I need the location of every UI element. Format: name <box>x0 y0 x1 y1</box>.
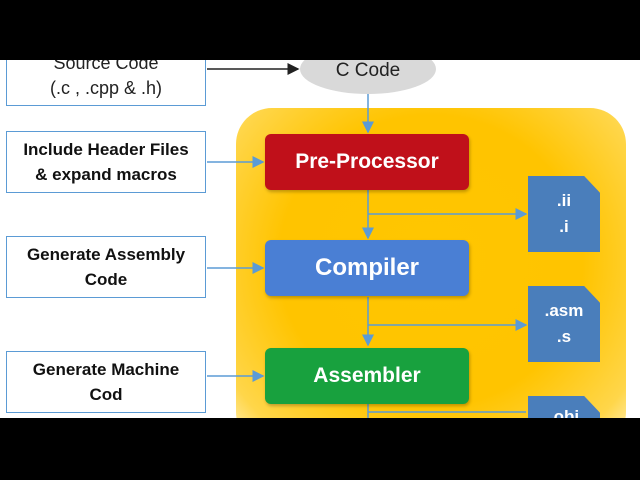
output-file-assembly: .asm .s <box>528 286 600 362</box>
compiler-label: Compiler <box>314 254 419 281</box>
diagram-canvas: Source Code (.c , .cpp & .h) C Code Incl… <box>0 60 640 418</box>
note-line-1: Generate Machine <box>32 360 180 379</box>
compiler-stage: Compiler <box>265 240 469 296</box>
output-file-preprocessed: .ii .i <box>528 176 600 252</box>
note-line-2: & expand macros <box>35 165 177 184</box>
file-ext-line-1: .obj <box>548 407 580 418</box>
preprocessor-label: Pre-Processor <box>295 150 439 173</box>
file-ext-line-1: .asm <box>544 301 584 320</box>
source-code-box: Source Code (.c , .cpp & .h) <box>6 60 206 106</box>
step-note-compile: Generate Assembly Code <box>6 236 206 298</box>
output-file-object: .obj <box>528 396 600 418</box>
note-line-1: Include Header Files <box>23 140 189 159</box>
source-extensions-label: (.c , .cpp & .h) <box>49 78 163 98</box>
note-line-2: Cod <box>89 385 123 404</box>
connector-layer <box>207 63 528 418</box>
c-code-label: C Code <box>335 60 401 81</box>
step-note-preprocess: Include Header Files & expand macros <box>6 131 206 193</box>
file-ext-line-2: .s <box>556 327 572 346</box>
note-line-1: Generate Assembly <box>26 245 186 264</box>
note-line-2: Code <box>84 270 128 289</box>
preprocessor-stage: Pre-Processor <box>265 134 469 190</box>
source-code-label: Source Code <box>53 60 159 73</box>
file-ext-line-1: .ii <box>556 191 572 210</box>
assembler-stage: Assembler <box>265 348 469 404</box>
step-note-assemble: Generate Machine Cod <box>6 351 206 413</box>
file-ext-line-2: .i <box>559 217 569 236</box>
assembler-label: Assembler <box>313 364 421 387</box>
